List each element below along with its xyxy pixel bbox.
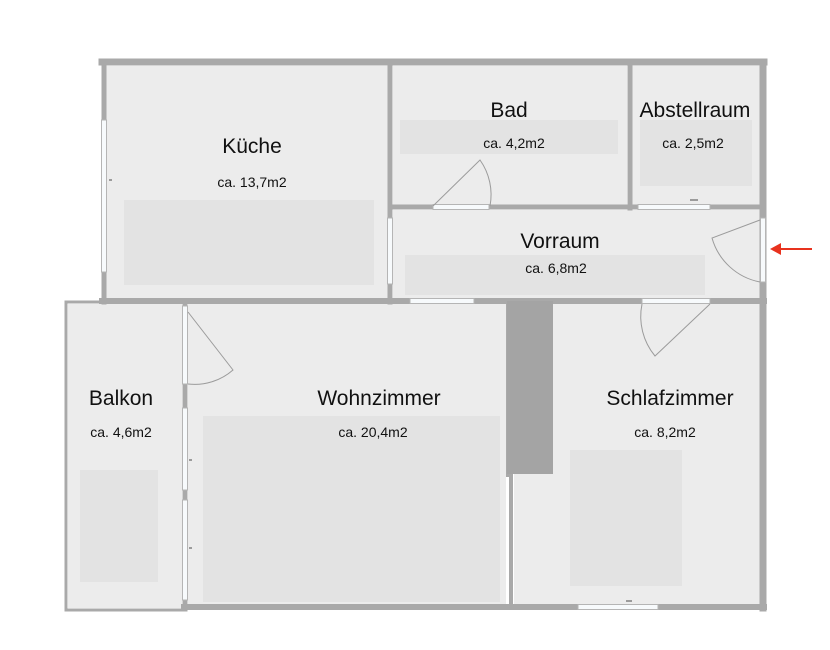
label-wohnzimmer-name: Wohnzimmer: [317, 387, 440, 410]
window-balkon-door-lower: [182, 499, 188, 601]
label-balkon-area: ca. 4,6m2: [90, 424, 152, 440]
label-schlafzimmer-area: ca. 8,2m2: [634, 424, 696, 440]
opening-balkon-door: [182, 305, 188, 385]
label-schlafzimmer-name: Schlafzimmer: [606, 387, 733, 410]
window-schlafzimmer-bottom: [577, 604, 659, 610]
label-kueche-area: ca. 13,7m2: [217, 174, 286, 190]
label-wohnzimmer-area: ca. 20,4m2: [338, 424, 407, 440]
label-abstellraum-name: Abstellraum: [640, 99, 751, 122]
window-kueche-left: [101, 119, 107, 273]
abstellraum-fixture: [640, 120, 752, 186]
furniture-shading: [80, 120, 752, 602]
room-labels: Küche ca. 13,7m2 Bad ca. 4,2m2 Abstellra…: [89, 99, 751, 440]
door-swings: [187, 159, 761, 385]
label-balkon-name: Balkon: [89, 387, 153, 410]
label-kueche-name: Küche: [222, 135, 282, 158]
door-bad: [432, 159, 492, 207]
label-bad-name: Bad: [490, 99, 527, 122]
door-balkon: [187, 311, 234, 385]
installation-shaft: [507, 301, 553, 474]
label-vorraum-name: Vorraum: [520, 230, 599, 253]
window-balkon-door-upper: [182, 407, 188, 491]
opening-abstell-door: [637, 204, 711, 210]
label-bad-area: ca. 4,2m2: [483, 135, 545, 151]
opening-vorraum-bottom: [409, 298, 475, 304]
opening-entrance: [760, 217, 766, 283]
handles: [109, 179, 698, 602]
label-vorraum-area: ca. 6,8m2: [525, 260, 587, 276]
vorraum-furniture: [405, 255, 705, 295]
entrance-arrow-head: [770, 243, 781, 255]
balkon-furniture: [80, 470, 158, 582]
kueche-furniture: [124, 200, 374, 285]
door-entrance: [711, 219, 761, 283]
entrance-arrow-icon: [770, 243, 812, 255]
opening-bad-door: [432, 204, 490, 210]
opening-kueche-vorraum: [387, 217, 393, 285]
bad-fixture: [400, 120, 618, 154]
opening-schlaf-door: [641, 298, 711, 304]
label-abstellraum-area: ca. 2,5m2: [662, 135, 724, 151]
door-schlafzimmer: [640, 303, 711, 357]
wohnzimmer-furniture: [203, 416, 500, 602]
windows: [101, 119, 766, 610]
schlafzimmer-bed: [570, 450, 682, 586]
